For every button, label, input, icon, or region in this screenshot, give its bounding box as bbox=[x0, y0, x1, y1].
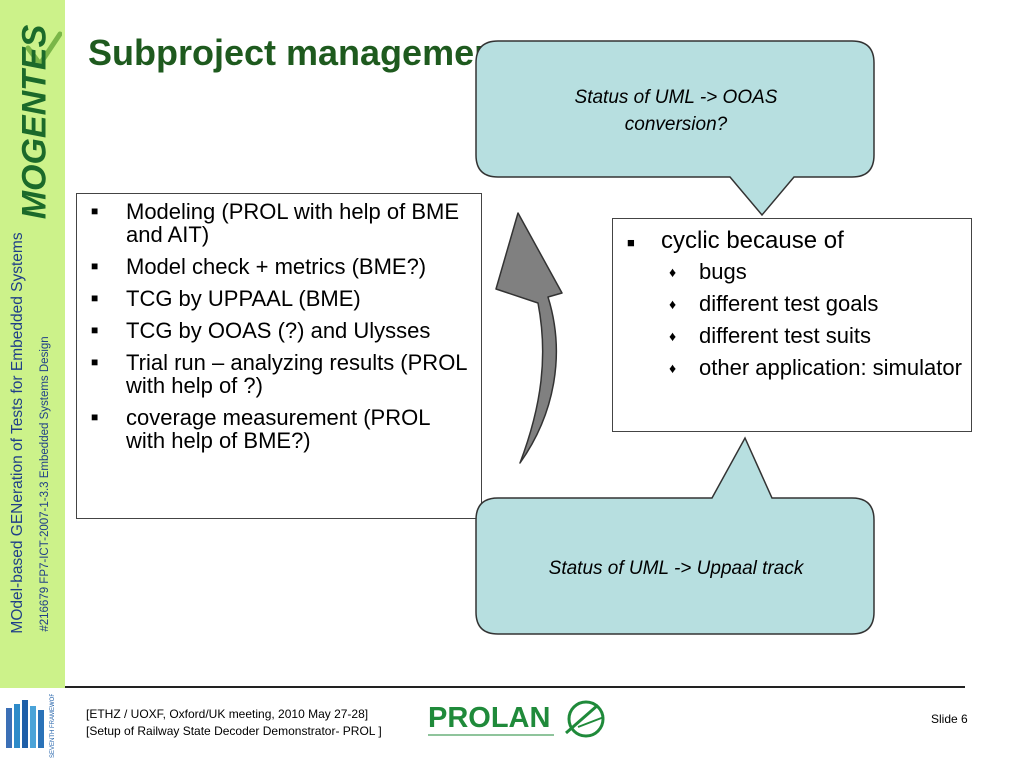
footer-meeting-info: [ETHZ / UOXF, Oxford/UK meeting, 2010 Ma… bbox=[86, 706, 382, 740]
cyclic-reasons-list: ♦bugs ♦different test goals ♦different t… bbox=[613, 259, 971, 381]
footer-line-2: [Setup of Railway State Decoder Demonstr… bbox=[86, 724, 382, 738]
footer-divider bbox=[65, 686, 965, 688]
bullet-icon: ■ bbox=[627, 235, 635, 250]
slide-number: Slide 6 bbox=[931, 712, 968, 726]
footer-line-1: [ETHZ / UOXF, Oxford/UK meeting, 2010 Ma… bbox=[86, 707, 369, 721]
prolan-logo: PROLAN bbox=[428, 700, 605, 738]
list-item: ■coverage measurement (PROL with help of… bbox=[91, 405, 430, 453]
callout-bottom-text: Status of UML -> Uppaal track bbox=[548, 558, 804, 579]
fp7-logo: SEVENTH FRAMEWORK PROGRAMME bbox=[6, 694, 56, 758]
bullet-icon: ■ bbox=[91, 204, 99, 218]
tasks-box: ■Modeling (PROL with help of BME and AIT… bbox=[76, 193, 482, 519]
cycle-arrow-icon bbox=[495, 212, 563, 464]
callout-top bbox=[475, 40, 875, 217]
diamond-bullet-icon: ♦ bbox=[669, 296, 677, 312]
list-item: ■Trial run – analyzing results (PROL wit… bbox=[91, 350, 467, 398]
bullet-icon: ■ bbox=[91, 410, 99, 424]
diamond-bullet-icon: ♦ bbox=[669, 328, 677, 344]
brand-logo-text: MOGENTES bbox=[15, 24, 54, 220]
list-item: ♦different test suits bbox=[669, 323, 872, 348]
diamond-bullet-icon: ♦ bbox=[669, 360, 677, 376]
callout-bottom bbox=[475, 436, 875, 635]
slide-title: Subproject management bbox=[88, 32, 509, 73]
bullet-icon: ■ bbox=[91, 259, 99, 273]
list-item: ■Model check + metrics (BME?) bbox=[91, 254, 427, 279]
list-item: ♦different test goals bbox=[669, 291, 879, 316]
project-grant-id: #216679 FP7-ICT-2007-1-3.3 Embedded Syst… bbox=[39, 336, 51, 632]
sidebar: MOGENTES MOdel-based GENeration of Tests… bbox=[0, 0, 65, 688]
project-full-name: MOdel-based GENeration of Tests for Embe… bbox=[9, 232, 26, 634]
list-item: ♦bugs bbox=[669, 259, 747, 284]
list-item: ■TCG by OOAS (?) and Ulysses bbox=[91, 318, 431, 343]
bullet-icon: ■ bbox=[91, 323, 99, 337]
list-item: ■Modeling (PROL with help of BME and AIT… bbox=[91, 199, 459, 247]
list-item: ♦other application: simulator bbox=[669, 355, 962, 380]
cyclic-reasons-box: ■cyclic because of ♦bugs ♦different test… bbox=[612, 218, 972, 432]
bullet-icon: ■ bbox=[91, 355, 99, 369]
tasks-list: ■Modeling (PROL with help of BME and AIT… bbox=[77, 194, 481, 452]
diamond-bullet-icon: ♦ bbox=[669, 264, 677, 280]
svg-text:SEVENTH FRAMEWORK PROGRAMME: SEVENTH FRAMEWORK PROGRAMME bbox=[50, 694, 56, 758]
callout-top-text: Status of UML -> OOAS conversion? bbox=[574, 87, 778, 135]
checkmark-icon bbox=[26, 31, 62, 67]
svg-text:PROLAN: PROLAN bbox=[428, 702, 550, 734]
cyclic-heading: ■cyclic because of bbox=[613, 227, 971, 255]
list-item: ■TCG by UPPAAL (BME) bbox=[91, 286, 361, 311]
bullet-icon: ■ bbox=[91, 291, 99, 305]
